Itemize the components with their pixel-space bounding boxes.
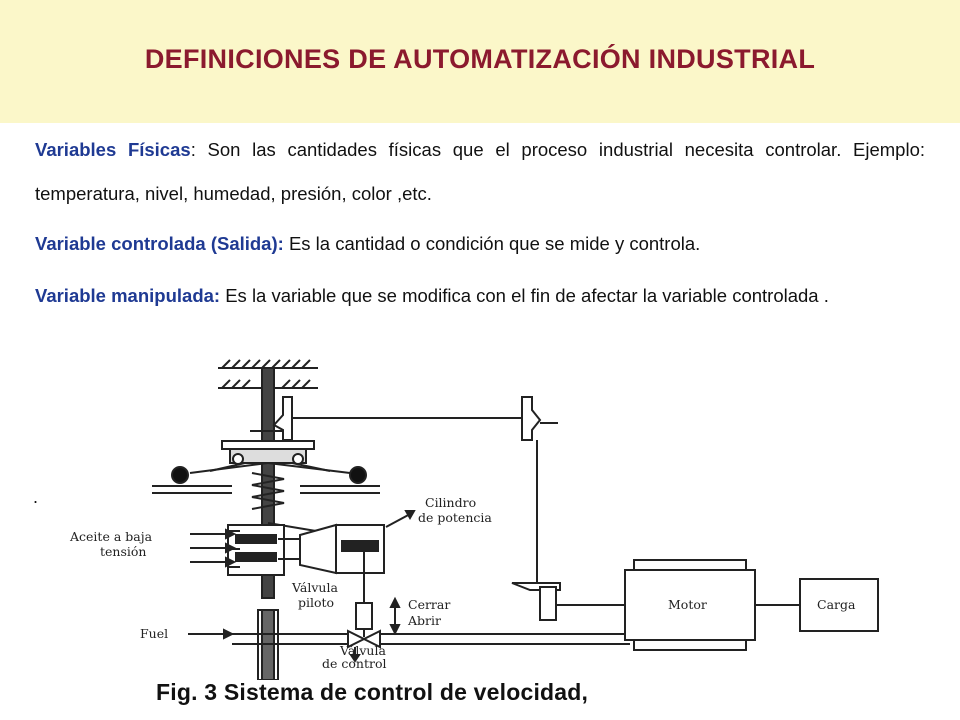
label-valvula-control-2: de control xyxy=(322,656,386,671)
label-valvula-piloto-1: Válvula xyxy=(291,580,338,595)
cerrar-abrir-arrow xyxy=(389,596,401,636)
label-aceite-2: tensión xyxy=(100,544,146,559)
bevel-gear-lower xyxy=(511,582,625,621)
control-valve xyxy=(347,602,381,649)
flyball-left xyxy=(171,466,189,484)
label-motor: Motor xyxy=(668,597,707,612)
stray-dot: . xyxy=(33,487,39,507)
motor-box xyxy=(624,559,756,651)
title-bar: DEFINICIONES DE AUTOMATIZACIÓN INDUSTRIA… xyxy=(0,0,960,123)
pilot-valve xyxy=(227,524,300,576)
definition-term: Variables Físicas xyxy=(35,139,191,160)
figure-caption: Fig. 3 Sistema de control de velocidad, xyxy=(156,679,589,705)
label-cilindro-1: Cilindro xyxy=(425,495,476,510)
definition-variables-fisicas: Variables Físicas: Son las cantidades fí… xyxy=(35,128,925,216)
definition-variable-controlada: Variable controlada (Salida): Es la cant… xyxy=(35,222,925,266)
definition-term: Variable manipulada: xyxy=(35,285,221,306)
carga-box xyxy=(799,578,879,632)
governor-housing xyxy=(189,440,351,474)
speed-control-diagram: Cilindro de potencia Aceite a baja tensi… xyxy=(69,359,879,680)
label-carga: Carga xyxy=(817,597,856,612)
definition-text: Es la cantidad o condición que se mide y… xyxy=(288,233,701,254)
definition-variable-manipulada: Variable manipulada: Es la variable que … xyxy=(35,274,925,318)
label-valvula-control-1: Válvula xyxy=(339,643,386,658)
bevel-gear-upper-right xyxy=(292,396,558,441)
definition-text: Son las cantidades físicas que el proces… xyxy=(35,139,925,204)
label-abrir: Abrir xyxy=(407,613,441,628)
fuel-line xyxy=(188,628,630,663)
definition-separator: : xyxy=(190,139,208,160)
definition-term: Variable controlada (Salida): xyxy=(35,233,284,254)
power-cylinder xyxy=(299,510,416,605)
label-aceite-1: Aceite a baja xyxy=(69,529,153,544)
oil-inlet-arrows xyxy=(190,528,237,568)
flyball-right xyxy=(349,466,367,484)
label-valvula-piloto-2: piloto xyxy=(298,595,334,610)
governor-spring xyxy=(152,472,380,510)
label-cilindro-2: de potencia xyxy=(418,510,492,525)
label-fuel: Fuel xyxy=(140,626,168,641)
definition-text: Es la variable que se modifica con el fi… xyxy=(225,285,829,306)
label-cerrar: Cerrar xyxy=(408,597,450,612)
page-title: DEFINICIONES DE AUTOMATIZACIÓN INDUSTRIA… xyxy=(144,44,816,74)
